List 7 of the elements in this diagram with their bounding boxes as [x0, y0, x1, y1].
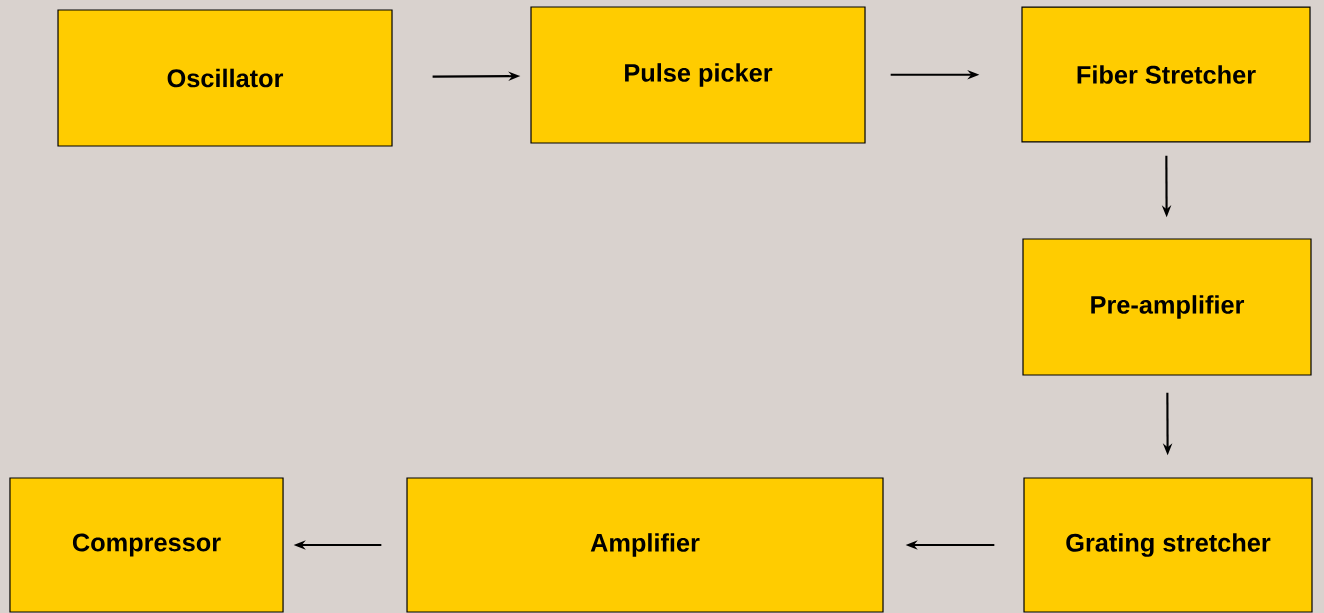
process-box: Pre-amplifier — [1022, 238, 1312, 376]
process-box: Fiber Stretcher — [1021, 6, 1311, 143]
process-box: Pulse picker — [530, 6, 866, 144]
process-box: Compressor — [9, 477, 284, 613]
process-box: Grating stretcher — [1023, 477, 1313, 613]
process-box: Oscillator — [57, 9, 393, 147]
process-box: Amplifier — [406, 477, 884, 613]
